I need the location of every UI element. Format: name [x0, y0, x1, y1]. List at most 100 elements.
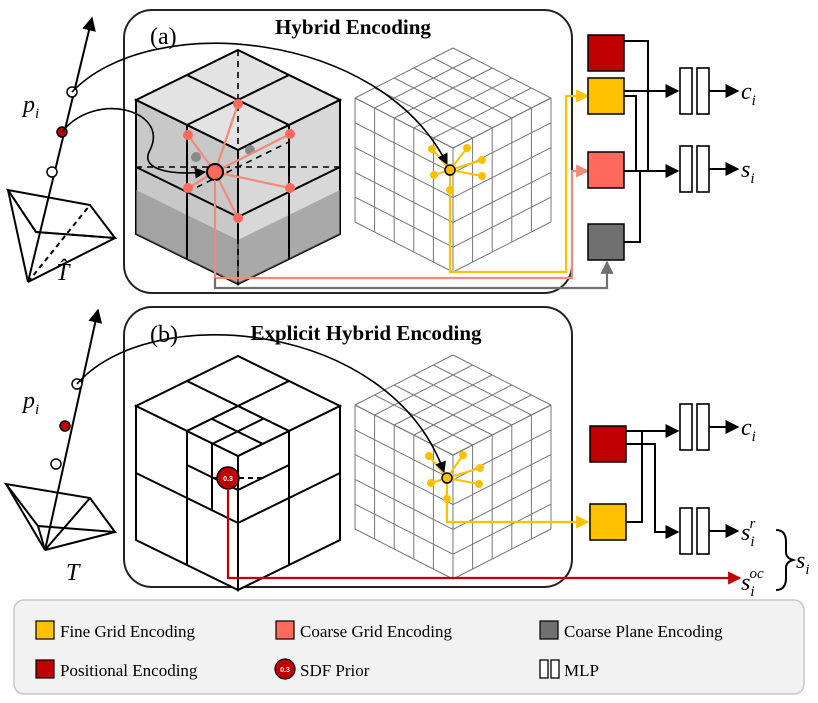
sdf-prior-line — [226, 489, 742, 585]
fine-grid-line — [452, 221, 552, 273]
fine-grid-block-b — [589, 503, 627, 541]
legend-positional-swatch — [35, 659, 55, 679]
fine-grid-line — [433, 394, 532, 446]
point-label-a: pi — [21, 92, 39, 122]
camera-ray-a — [5, 16, 118, 283]
fine-grid-line — [393, 67, 493, 119]
coarse-interp-lines — [187, 103, 291, 219]
coarse-grid-vertices — [183, 99, 295, 223]
fine-grid-line — [374, 364, 473, 416]
output-color-b: ci — [741, 415, 756, 445]
output-sdf-r: sir — [741, 516, 756, 550]
fine-grid-line — [413, 77, 513, 129]
sdf-prior-value: 0.3 — [223, 476, 233, 483]
fine-grid-line — [452, 454, 552, 506]
mlp-sdf-a — [679, 145, 710, 193]
output-color-a: ci — [741, 79, 756, 109]
fine-cube-b — [354, 354, 552, 580]
fine-grid-line — [354, 454, 454, 506]
fine-grid-line — [354, 196, 454, 248]
legend-plane-swatch — [539, 620, 559, 640]
sdf-sum-brace — [775, 529, 797, 591]
query-point-fine-b — [441, 472, 453, 484]
panel-b-title: Explicit Hybrid Encoding — [250, 321, 482, 345]
positional-encoding-block-b — [589, 425, 627, 463]
fine-grid-line — [413, 384, 513, 436]
octree-cube-b — [133, 354, 343, 592]
coarse-plane-block — [587, 223, 625, 261]
fine-grid-vertices-b — [425, 451, 484, 503]
legend-fine-label: Fine Grid Encoding — [60, 622, 196, 641]
fine-grid-line — [354, 478, 454, 530]
mlp-connectors-a — [624, 40, 680, 243]
query-point — [59, 420, 71, 432]
fine-grid-line — [374, 57, 473, 109]
fine-grid-line — [354, 122, 454, 174]
panel-a: (a) Hybrid Encoding pi T̂ — [5, 9, 756, 294]
legend-coarse-label: Coarse Grid Encoding — [300, 622, 453, 641]
fine-grid-line — [374, 87, 473, 139]
fine-grid-line — [354, 97, 454, 149]
fine-grid-line — [393, 384, 493, 436]
query-to-coarse-arrow — [61, 108, 207, 179]
fine-grid-line — [452, 147, 552, 199]
output-sdf-oc: sioc — [741, 566, 764, 600]
fine-feature-line — [448, 89, 590, 274]
legend-plane-label: Coarse Plane Encoding — [564, 622, 723, 641]
camera-ray-b — [3, 308, 118, 551]
sample-point — [50, 458, 62, 470]
coarse-cube-a — [133, 48, 343, 286]
sample-point — [46, 166, 58, 178]
fine-grid-line — [452, 196, 552, 248]
output-sdf-a: si — [741, 157, 755, 187]
coarse-grid-block — [587, 151, 625, 189]
camera-label-b: T — [66, 560, 81, 586]
output-sdf-total: si — [796, 548, 810, 578]
fine-grid-line — [452, 528, 552, 580]
fine-grid-line — [393, 77, 493, 129]
fine-grid-line — [354, 354, 454, 406]
fine-grid-line — [433, 57, 532, 109]
fine-grid-line — [452, 354, 552, 406]
mlp-color-b — [679, 403, 710, 451]
point-label-b: pi — [21, 388, 39, 418]
legend-sdf-prior-label: SDF Prior — [300, 661, 370, 680]
fine-grid-line — [354, 503, 454, 555]
fine-grid-line — [452, 47, 552, 99]
panel-a-title: Hybrid Encoding — [275, 15, 431, 39]
legend-positional-label: Positional Encoding — [60, 661, 198, 680]
fine-grid-block — [587, 77, 625, 115]
fine-grid-line — [354, 221, 454, 273]
plane-feature-line — [213, 260, 614, 290]
mlp-color-a — [679, 67, 710, 115]
fine-grid-line — [393, 374, 493, 426]
panel-b: (b) Explicit Hybrid Encoding pi T — [3, 306, 810, 600]
legend: Fine Grid Encoding Coarse Grid Encoding … — [13, 599, 805, 695]
fine-feature-line-b — [445, 485, 590, 529]
fine-grid-line — [452, 404, 552, 456]
fine-grid-line — [452, 171, 552, 223]
query-point-fine — [444, 164, 456, 176]
fine-grid-line — [354, 147, 454, 199]
fine-grid-line — [354, 528, 454, 580]
fine-grid-line — [374, 394, 473, 446]
fine-grid-line — [413, 67, 513, 119]
fine-grid-line — [354, 171, 454, 223]
legend-sdf-prior-swatch — [274, 658, 296, 680]
fine-grid-line — [452, 503, 552, 555]
legend-coarse-swatch — [275, 620, 295, 640]
camera-label-a: T̂ — [56, 259, 71, 286]
mlp-sdf-b — [679, 507, 710, 555]
coarse-feature-line — [213, 164, 590, 280]
fine-grid-line — [433, 364, 532, 416]
fine-grid-line — [354, 47, 454, 99]
panel-b-tag: (b) — [150, 322, 178, 348]
legend-fine-swatch — [35, 620, 55, 640]
legend-frame — [13, 599, 805, 695]
mlp-connectors-b — [626, 424, 680, 539]
fine-grid-line — [433, 87, 532, 139]
query-point-coarse — [206, 163, 224, 181]
positional-encoding-block — [587, 34, 625, 72]
query-to-fine-arrow-b — [76, 334, 446, 474]
